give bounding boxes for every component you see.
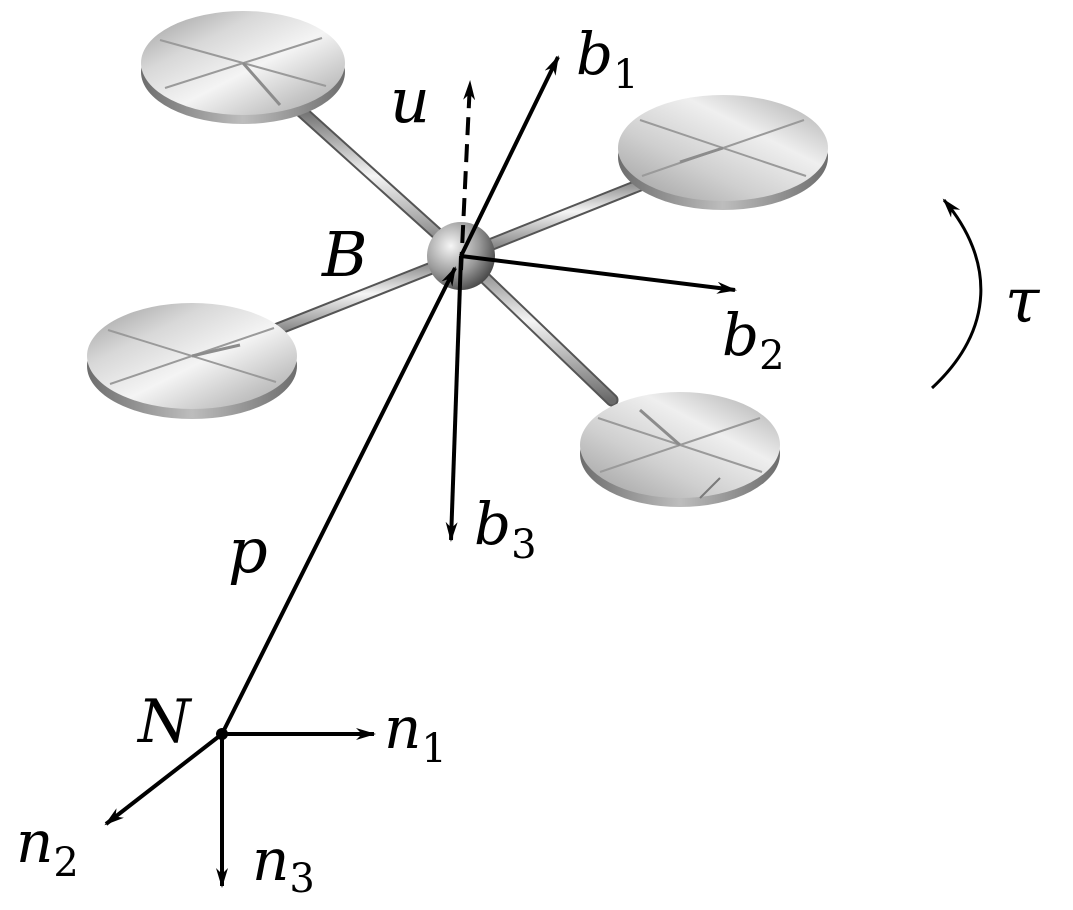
b2-arrow [460, 254, 737, 294]
label-p: p [228, 514, 268, 587]
b3-arrow [445, 255, 463, 542]
tau-torque-arc [930, 198, 983, 390]
label-body-frame: B [321, 218, 368, 291]
n2-arrow [104, 732, 224, 826]
rotor-left [87, 303, 297, 419]
p-position-arrow [220, 266, 457, 735]
label-inertial-frame: N [136, 687, 193, 757]
label-tau: τ [1005, 264, 1041, 337]
rotor-bottom-right [580, 392, 780, 507]
label-b3: b3 [474, 490, 537, 568]
label-n2: n2 [16, 808, 79, 886]
label-n1: n1 [384, 694, 447, 772]
rotor-right [618, 95, 828, 210]
u-thrust-arrow [459, 80, 476, 271]
rotor-top-left [141, 11, 345, 124]
inertial-frame-vectors [104, 728, 376, 888]
body-frame-vectors [445, 55, 737, 542]
b1-arrow [459, 55, 560, 257]
label-n3: n3 [252, 826, 315, 902]
inertial-origin-dot [216, 728, 228, 740]
label-b2: b2 [722, 301, 785, 379]
label-b1: b1 [576, 20, 639, 98]
quadrotor-arms [243, 103, 672, 407]
label-u: u [390, 64, 430, 137]
